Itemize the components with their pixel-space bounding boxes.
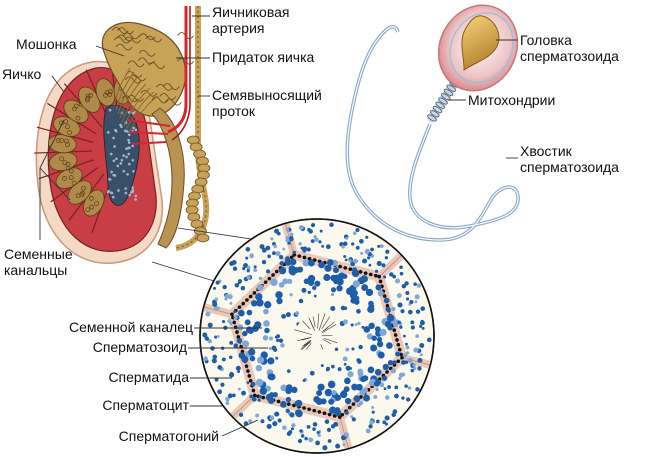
tubule-lumen (294, 313, 339, 358)
label-sperm-tail: Хвостик сперматозоида (520, 143, 619, 175)
label-tubule-section: Семенной каналец (69, 319, 193, 335)
label-tubules: Семенные канальцы (4, 246, 73, 278)
label-vas-deferens: Семявыносящий проток (212, 87, 322, 119)
label-spermatocyte: Сперматоцит (102, 397, 189, 413)
label-spermatozoon: Сперматозоид (92, 339, 187, 355)
label-epididymis: Придаток яичка (212, 49, 315, 65)
label-testis: Яичко (2, 66, 42, 82)
epididymis-tail (151, 107, 185, 249)
leader-lines (39, 15, 518, 437)
label-mitochondria: Митохондрии (468, 92, 556, 108)
label-spermatid: Сперматида (108, 369, 189, 385)
rete-texture (106, 108, 138, 201)
vas-coils (185, 135, 211, 243)
label-sperm-head: Головка сперматозоида (520, 32, 619, 64)
efferent-ducts (113, 67, 159, 135)
label-scrotum: Мошонка (16, 36, 77, 52)
acrosome (461, 15, 500, 72)
germ-cells (202, 222, 432, 451)
spermatozoon-illustration (345, 4, 520, 242)
tubule-cross-section (151, 218, 435, 454)
spermatic-artery (167, 6, 188, 134)
label-artery: Яичниковая артерия (212, 4, 290, 36)
mitochondria-spiral (427, 79, 459, 123)
label-spermatogonium: Сперматогоний (118, 428, 219, 444)
testis-illustration (34, 6, 211, 264)
